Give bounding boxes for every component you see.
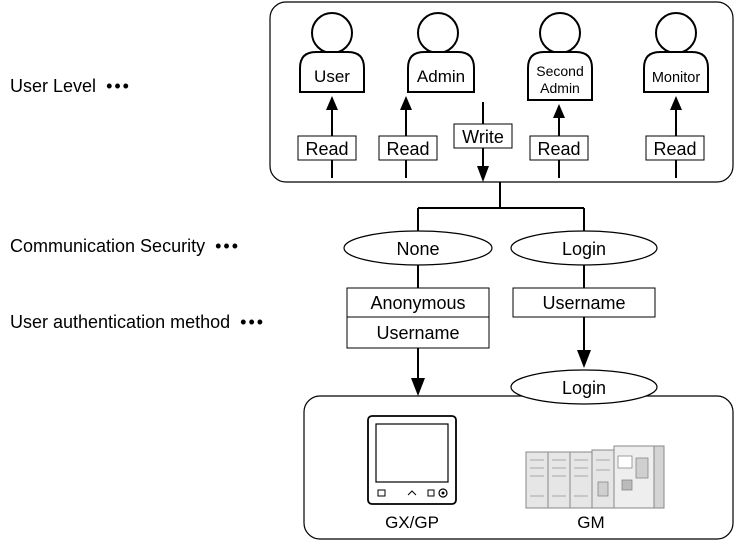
- svg-text:Read: Read: [653, 139, 696, 159]
- ellipsis-dots: •••: [215, 236, 240, 256]
- svg-text:Read: Read: [305, 139, 348, 159]
- access-badge-read-second-admin: Read: [529, 135, 589, 161]
- user-figure-second-admin: Second Admin: [527, 12, 593, 101]
- device-login-badge: Login: [510, 369, 658, 405]
- auth-methods-none: Anonymous Username: [346, 287, 490, 349]
- ellipsis-dots: •••: [240, 312, 266, 332]
- user-figure-admin: Admin: [407, 12, 475, 93]
- user-label-second-admin-line2: Admin: [540, 80, 580, 96]
- row-label-communication-security: Communication Security •••: [10, 236, 240, 256]
- gx-gp-recorder-image: [367, 415, 457, 505]
- security-option-none: None: [343, 230, 493, 266]
- gm-data-acquisition-image: [525, 445, 665, 509]
- row-label-auth-method: User authentication method •••: [10, 312, 266, 332]
- svg-text:None: None: [396, 239, 439, 259]
- branch-connector: [417, 182, 585, 232]
- auth-method-username-login: Username: [542, 293, 625, 313]
- auth-methods-login: Username: [512, 287, 656, 318]
- user-figure-monitor: Monitor: [643, 12, 709, 93]
- svg-text:Read: Read: [386, 139, 429, 159]
- auth-method-anonymous: Anonymous: [370, 293, 465, 313]
- user-figure-user: User: [299, 12, 365, 93]
- device-label-gx-gp: GX/GP: [385, 513, 439, 532]
- access-badge-read-user: Read: [297, 135, 357, 161]
- device-group-box: [303, 395, 734, 540]
- user-label-admin: Admin: [417, 67, 465, 86]
- security-option-login: Login: [510, 230, 658, 266]
- user-level-group-box: [269, 1, 734, 183]
- access-badge-read-monitor: Read: [645, 135, 705, 161]
- svg-text:Write: Write: [462, 127, 504, 147]
- access-badge-read-admin: Read: [378, 135, 438, 161]
- auth-method-username-none: Username: [376, 323, 459, 343]
- device-label-gm: GM: [577, 513, 604, 532]
- user-label-monitor: Monitor: [652, 70, 701, 86]
- access-badge-write-admin: Write: [453, 123, 513, 149]
- user-label-second-admin-line1: Second: [536, 63, 583, 79]
- ellipsis-dots: •••: [106, 76, 131, 96]
- user-label-user: User: [314, 67, 350, 86]
- svg-text:Login: Login: [562, 378, 606, 398]
- svg-text:Login: Login: [562, 239, 606, 259]
- svg-text:Read: Read: [537, 139, 580, 159]
- row-label-user-level: User Level •••: [10, 76, 131, 96]
